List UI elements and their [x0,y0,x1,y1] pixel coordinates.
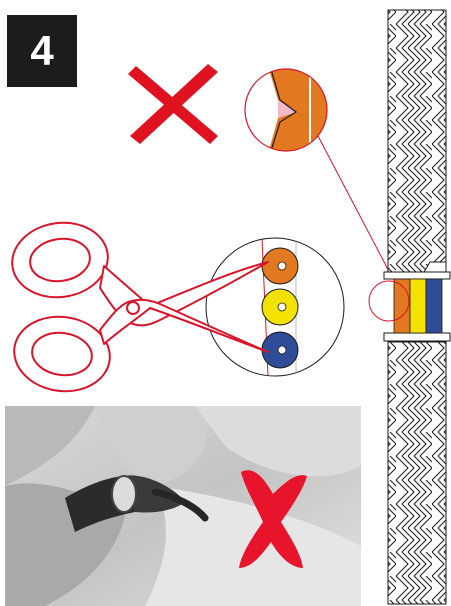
magnifier-circle-icon [206,238,344,376]
wrong-cross-icon [128,64,218,144]
orange-wire [262,248,298,284]
photo-wrong-cross-icon [233,464,313,574]
zoom-detail-circle [245,66,330,154]
braided-cable-icon [369,10,450,604]
blue-wire [262,332,298,368]
yellow-wire [262,289,298,325]
cable-photo [5,406,361,606]
zoom-pointer-line [318,136,393,279]
